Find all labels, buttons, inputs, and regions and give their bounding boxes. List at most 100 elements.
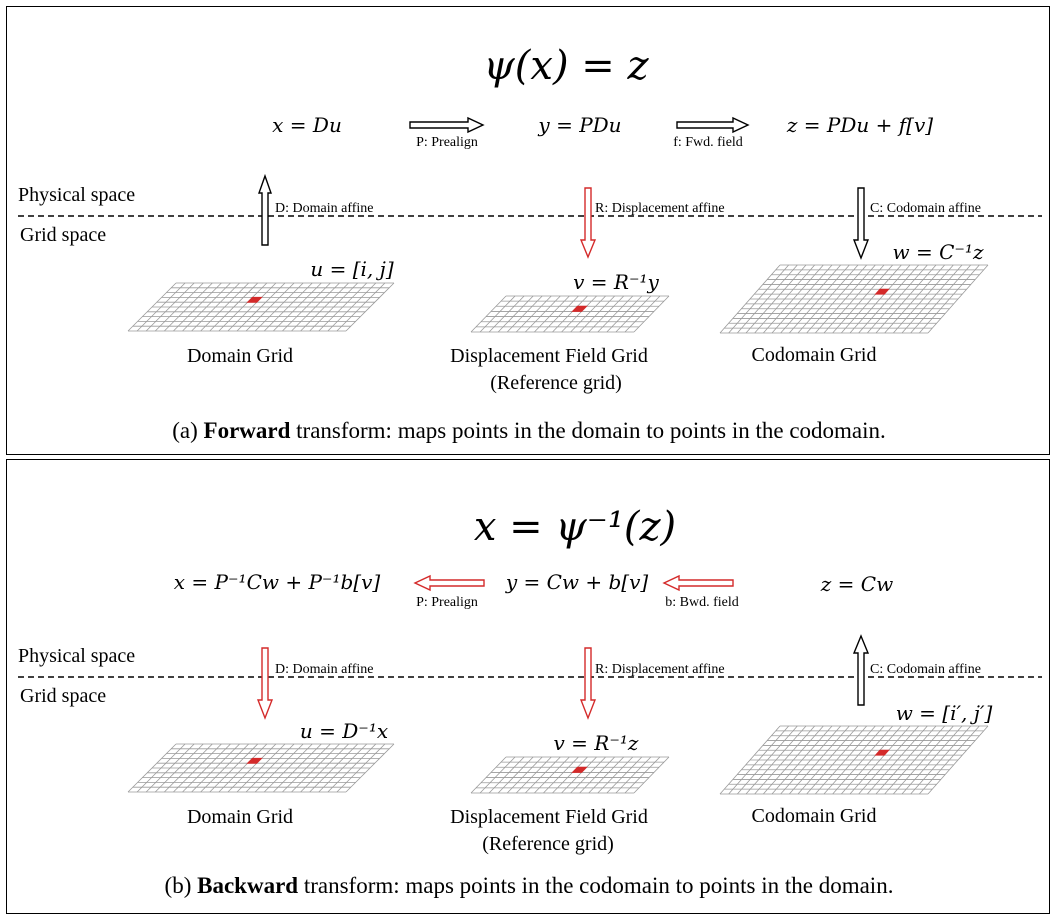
backward-codomain-grid-label: Codomain Grid bbox=[752, 805, 877, 827]
grid-line bbox=[561, 295, 597, 333]
grid-line bbox=[606, 756, 643, 794]
grid-line bbox=[570, 295, 606, 333]
backward-w-equation: w = [i′, j′] bbox=[896, 701, 993, 725]
backward-prealign-arrow bbox=[413, 574, 485, 592]
grid-line bbox=[597, 295, 634, 333]
backward-caption: (b) Backward transform: maps points in t… bbox=[165, 873, 894, 898]
grid-line bbox=[570, 756, 606, 794]
forward-codomain-grid-label: Codomain Grid bbox=[752, 344, 877, 366]
forward-caption: (a) Forward transform: maps points in th… bbox=[172, 418, 886, 443]
grid-line bbox=[543, 756, 579, 794]
forward-eq-y: y = PDu bbox=[537, 113, 621, 137]
forward-codomain-affine-arrow bbox=[852, 187, 870, 260]
grid-line bbox=[479, 756, 516, 794]
forward-u-equation: u = [i, j] bbox=[310, 257, 393, 281]
forward-title: ψ(x) = z bbox=[483, 43, 649, 89]
backward-physical-space-label: Physical space bbox=[18, 645, 135, 667]
grid-line bbox=[525, 295, 561, 333]
forward-displacement-grid-label: Displacement Field Grid bbox=[450, 345, 648, 367]
backward-codomain-grid bbox=[719, 725, 989, 795]
forward-physical-space-label: Physical space bbox=[18, 184, 135, 206]
backward-eq-x: x = P⁻¹Cw + P⁻¹b[v] bbox=[174, 570, 381, 594]
grid-line bbox=[534, 756, 570, 794]
backward-diagram: x = ψ⁻¹(z) x = P⁻¹Cw + P⁻¹b[v] y = Cw + … bbox=[18, 504, 1042, 898]
grid-line bbox=[615, 756, 652, 794]
forward-diagram: ψ(x) = z x = Du y = PDu z = PDu + f[v] P… bbox=[18, 43, 1042, 443]
grid-line bbox=[534, 295, 570, 333]
backward-panel bbox=[6, 459, 1050, 914]
grid-line bbox=[488, 756, 525, 794]
highlighted-grid-cell bbox=[571, 766, 588, 773]
grid-line bbox=[624, 295, 661, 333]
grid-line bbox=[552, 756, 588, 794]
forward-displacement-affine-label: R: Displacement affine bbox=[595, 201, 725, 216]
forward-domain-grid bbox=[127, 282, 395, 332]
grid-line bbox=[606, 295, 643, 333]
backward-displacement-affine-label: R: Displacement affine bbox=[595, 662, 725, 677]
highlighted-grid-cell bbox=[874, 288, 890, 295]
grid-line bbox=[506, 756, 543, 794]
highlighted-grid-cell bbox=[246, 757, 263, 764]
forward-reference-grid-label: (Reference grid) bbox=[490, 372, 622, 394]
backward-grid-space-label: Grid space bbox=[20, 685, 106, 707]
forward-grid-space-label: Grid space bbox=[20, 224, 106, 246]
backward-displacement-grid bbox=[470, 756, 670, 794]
grid-line bbox=[615, 295, 652, 333]
grid-line bbox=[479, 295, 516, 333]
forward-displacement-affine-arrow bbox=[579, 187, 597, 259]
backward-domain-grid bbox=[127, 743, 395, 793]
highlighted-grid-cell bbox=[246, 296, 263, 303]
grid-line bbox=[497, 295, 534, 333]
backward-reference-grid-label: (Reference grid) bbox=[482, 833, 614, 855]
forward-prealign-label: P: Prealign bbox=[416, 135, 478, 150]
grid-line bbox=[561, 756, 597, 794]
backward-displacement-grid-label: Displacement Field Grid bbox=[450, 806, 648, 828]
grid-line bbox=[506, 295, 543, 333]
forward-eq-x: x = Du bbox=[272, 113, 342, 137]
highlighted-grid-cell bbox=[571, 305, 588, 312]
forward-field-label: f: Fwd. field bbox=[673, 135, 743, 150]
forward-v-equation: v = R⁻¹y bbox=[573, 270, 659, 294]
forward-eq-z: z = PDu + f[v] bbox=[786, 113, 933, 137]
grid-line bbox=[543, 295, 579, 333]
forward-codomain-affine-label: C: Codomain affine bbox=[870, 201, 981, 216]
backward-domain-affine-label: D: Domain affine bbox=[275, 662, 374, 677]
forward-codomain-grid bbox=[719, 264, 989, 334]
backward-domain-affine-arrow bbox=[256, 647, 274, 720]
backward-displacement-affine-arrow bbox=[579, 647, 597, 720]
grid-line bbox=[470, 295, 507, 333]
grid-line bbox=[633, 295, 670, 333]
grid-line bbox=[579, 756, 615, 794]
forward-domain-affine-label: D: Domain affine bbox=[275, 201, 374, 216]
forward-prealign-arrow bbox=[409, 116, 485, 134]
grid-line bbox=[515, 295, 552, 333]
backward-codomain-affine-label: C: Codomain affine bbox=[870, 662, 981, 677]
grid-line bbox=[525, 756, 561, 794]
forward-field-arrow bbox=[676, 116, 750, 134]
backward-prealign-label: P: Prealign bbox=[416, 595, 478, 610]
grid-line bbox=[624, 756, 661, 794]
grid-line bbox=[552, 295, 588, 333]
backward-field-arrow bbox=[662, 574, 734, 592]
highlighted-grid-cell bbox=[874, 749, 890, 756]
backward-title: x = ψ⁻¹(z) bbox=[474, 504, 676, 550]
grid-line bbox=[588, 295, 625, 333]
grid-line bbox=[597, 756, 634, 794]
forward-domain-grid-label: Domain Grid bbox=[187, 345, 293, 367]
forward-panel bbox=[6, 6, 1050, 455]
backward-domain-grid-label: Domain Grid bbox=[187, 806, 293, 828]
forward-w-equation: w = C⁻¹z bbox=[892, 240, 983, 264]
grid-line bbox=[515, 756, 552, 794]
grid-line bbox=[579, 295, 615, 333]
grid-line bbox=[588, 756, 625, 794]
grid-line bbox=[488, 295, 525, 333]
backward-codomain-affine-arrow bbox=[852, 634, 870, 706]
backward-u-equation: u = D⁻¹x bbox=[300, 719, 388, 743]
backward-eq-z: z = Cw bbox=[820, 572, 893, 596]
backward-field-label: b: Bwd. field bbox=[665, 595, 739, 610]
grid-line bbox=[633, 756, 670, 794]
backward-eq-y: y = Cw + b[v] bbox=[505, 570, 649, 594]
grid-line bbox=[470, 756, 507, 794]
backward-v-equation: v = R⁻¹z bbox=[554, 731, 639, 755]
